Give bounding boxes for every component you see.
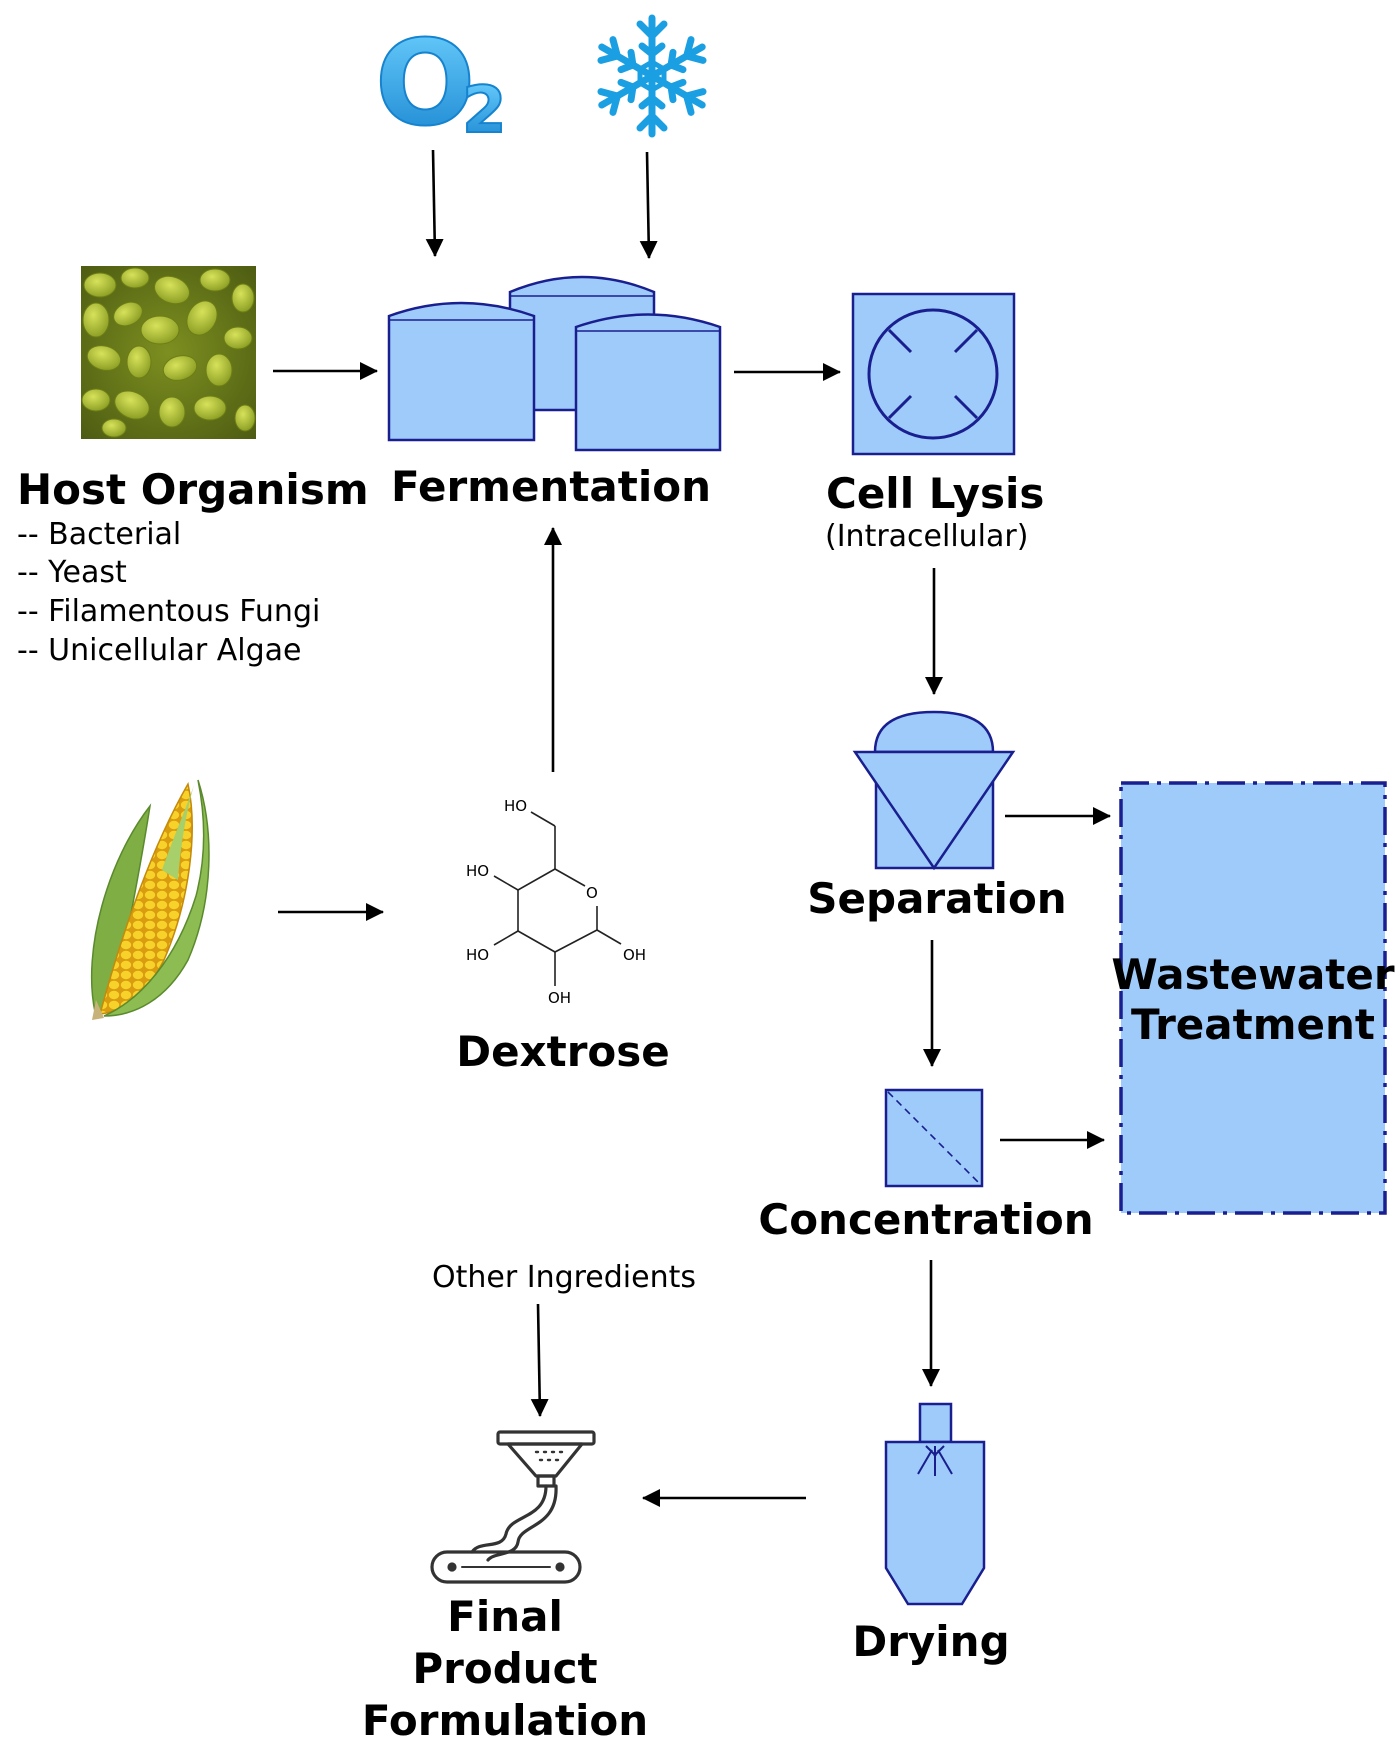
spray-dryer-icon: [884, 1402, 986, 1606]
yeast-cells-image: [81, 266, 256, 439]
cell-lysis-subtitle: (Intracellular): [825, 519, 1028, 554]
oxygen-subscript-2: 2: [462, 74, 507, 148]
corn-cob-image: [90, 778, 210, 1020]
host-item-yeast: -- Yeast: [17, 555, 127, 590]
arrow-oxygen-to-fermentation: [425, 149, 444, 257]
snowflake-icon: [596, 14, 708, 134]
final-product-label-line3: Formulation: [362, 1696, 648, 1744]
atom-ho-bottom-left: HO: [466, 946, 489, 964]
wastewater-treatment-box: Wastewater Treatment: [1111, 781, 1395, 1215]
dextrose-label: Dextrose: [456, 1027, 670, 1076]
fermentation-label: Fermentation: [391, 462, 711, 511]
powder-mixer-conveyor-icon: [430, 1430, 596, 1584]
atom-oh-bottom: OH: [548, 989, 571, 1007]
atom-ho-top: HO: [504, 797, 527, 815]
arrow-cooling-to-fermentation: [639, 151, 658, 259]
host-item-bacterial: -- Bacterial: [17, 517, 181, 552]
other-ingredients-label: Other Ingredients: [432, 1260, 696, 1295]
oxygen-o2-icon: O 2: [374, 13, 508, 153]
final-product-label-line1: Final: [447, 1592, 563, 1641]
host-organism-title: Host Organism: [17, 465, 369, 514]
dextrose-molecule-icon: HO HO O HO OH OH: [466, 797, 646, 1007]
atom-ring-oxygen: O: [586, 884, 598, 902]
oxygen-o-letter: O: [375, 14, 475, 152]
wastewater-label-line1: Wastewater: [1111, 950, 1394, 999]
separation-label: Separation: [807, 874, 1066, 923]
final-product-label-line2: Product: [412, 1644, 597, 1693]
concentration-label: Concentration: [758, 1195, 1093, 1244]
atom-oh-right: OH: [623, 946, 646, 964]
concentration-filter-icon: [884, 1088, 984, 1188]
arrow-ingredients-to-mixer: [530, 1303, 549, 1417]
host-item-filamentous-fungi: -- Filamentous Fungi: [17, 594, 320, 629]
host-item-unicellular-algae: -- Unicellular Algae: [17, 633, 301, 668]
separation-centrifuge-icon: [852, 710, 1016, 871]
cell-lysis-icon: [851, 292, 1016, 456]
cell-lysis-label: Cell Lysis: [826, 469, 1044, 518]
atom-ho-left: HO: [466, 862, 489, 880]
wastewater-label-line2: Treatment: [1131, 1000, 1375, 1049]
drying-label: Drying: [852, 1617, 1009, 1666]
fermentation-tanks-icon: [387, 275, 722, 452]
